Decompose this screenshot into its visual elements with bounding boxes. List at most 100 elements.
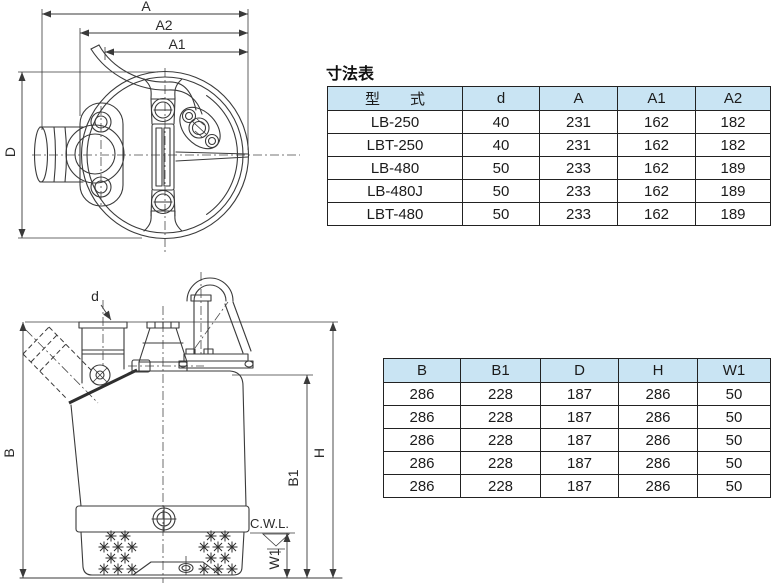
strainer [80,530,245,576]
dimension-table-title: 寸法表 [326,66,375,83]
cable-gland [179,106,221,150]
column-header-B: B [383,358,461,383]
table-cell: 286 [383,428,461,452]
column-header-A2: A2 [695,86,771,111]
column-header-model: 型 式 [327,86,463,111]
table-cell: 50 [697,474,771,498]
table-cell: 182 [695,110,771,134]
strainer-holes-left [98,530,138,575]
table-cell: 233 [539,156,618,180]
table-cell: 189 [695,202,771,226]
table-row: 286 228 187 286 50 [383,382,771,406]
table-cell: 40 [462,110,540,134]
table-cell: 286 [383,451,461,475]
model-cell: LB-480 [327,156,463,180]
model-cell: LB-250 [327,110,463,134]
dim-label-D: D [2,147,18,157]
table-row: LBT-480 50 233 162 189 [327,202,771,226]
table-cell: 50 [462,179,540,203]
table-cell: 187 [540,405,619,429]
header-row: 型 式 d A A1 A2 [327,86,771,111]
pump-casing-circles [80,70,250,240]
model-cell: LB-480J [327,179,463,203]
table-cell: 162 [617,179,696,203]
hose-coupling-alternate [22,326,93,399]
table-cell: 231 [539,133,618,157]
dimension-table-secondary: B B1 D H W1 286 228 187 286 50 286 228 1… [383,358,771,498]
dim-label-B: B [1,448,17,457]
pump-side-view-drawing: d B H B1 W1 C.W.L. [1,272,343,583]
table-row: LBT-250 40 231 162 182 [327,133,771,157]
table-cell: 233 [539,179,618,203]
table-cell: 187 [540,382,619,406]
table-cell: 162 [617,156,696,180]
column-header-A: A [539,86,618,111]
table-row: 286 228 187 286 50 [383,405,771,429]
column-header-D: D [540,358,619,383]
lever-pointer [175,151,249,162]
table-cell: 228 [460,382,541,406]
table-cell: 50 [697,451,771,475]
table-cell: 50 [697,428,771,452]
header-row: B B1 D H W1 [383,358,771,383]
extension-lines [18,9,249,239]
table-cell: 40 [462,133,540,157]
power-cable [90,44,203,115]
strainer-holes-right [198,530,238,575]
lifting-hook [178,277,254,369]
table-cell: 286 [383,405,461,429]
dim-label-A2: A2 [155,17,172,33]
model-cell: LBT-250 [327,133,463,157]
centerlines [25,272,229,583]
dimension-lines [19,304,337,578]
table-row: LB-250 40 231 162 182 [327,110,771,134]
table-cell: 189 [695,156,771,180]
table-cell: 228 [460,405,541,429]
water-level-label: C.W.L. [250,516,289,531]
table-cell: 162 [617,133,696,157]
table-cell: 286 [618,474,698,498]
table-cell: 231 [539,110,618,134]
pump-top-view-drawing: A A2 A1 D [2,0,300,252]
table-cell: 50 [462,156,540,180]
table-cell: 187 [540,428,619,452]
discharge-port-cylinder [33,126,84,183]
dim-label-A1: A1 [168,36,185,52]
pump-body [70,359,247,507]
table-cell: 286 [618,382,698,406]
dimension-lines [18,10,248,238]
centerlines [32,68,300,252]
table-cell: 286 [618,428,698,452]
model-cell: LBT-480 [327,202,463,226]
water-level-symbol [261,533,291,553]
column-header-B1: B1 [460,358,541,383]
column-header-A1: A1 [617,86,696,111]
table-cell: 187 [540,451,619,475]
table-cell: 228 [460,474,541,498]
table-cell: 228 [460,428,541,452]
table-cell: 162 [617,202,696,226]
dimension-table-main: 型 式 d A A1 A2 LB-250 40 231 162 182 LBT-… [327,86,771,226]
table-row: LB-480J 50 233 162 189 [327,179,771,203]
carry-handle [143,78,183,232]
table-cell: 233 [539,202,618,226]
table-row: 286 228 187 286 50 [383,451,771,475]
discharge-port [68,321,138,405]
dim-label-A: A [141,0,151,14]
table-cell: 286 [618,405,698,429]
table-row: 286 228 187 286 50 [383,474,771,498]
table-row: 286 228 187 286 50 [383,428,771,452]
band-clamp [75,505,250,533]
table-cell: 50 [462,202,540,226]
column-header-W1: W1 [697,358,771,383]
table-cell: 228 [460,451,541,475]
table-cell: 50 [697,382,771,406]
table-cell: 286 [383,382,461,406]
dim-label-d: d [91,288,99,304]
dim-label-H: H [311,448,327,458]
table-cell: 286 [383,474,461,498]
table-cell: 182 [695,133,771,157]
table-cell: 187 [540,474,619,498]
dim-label-W1: W1 [266,548,282,569]
